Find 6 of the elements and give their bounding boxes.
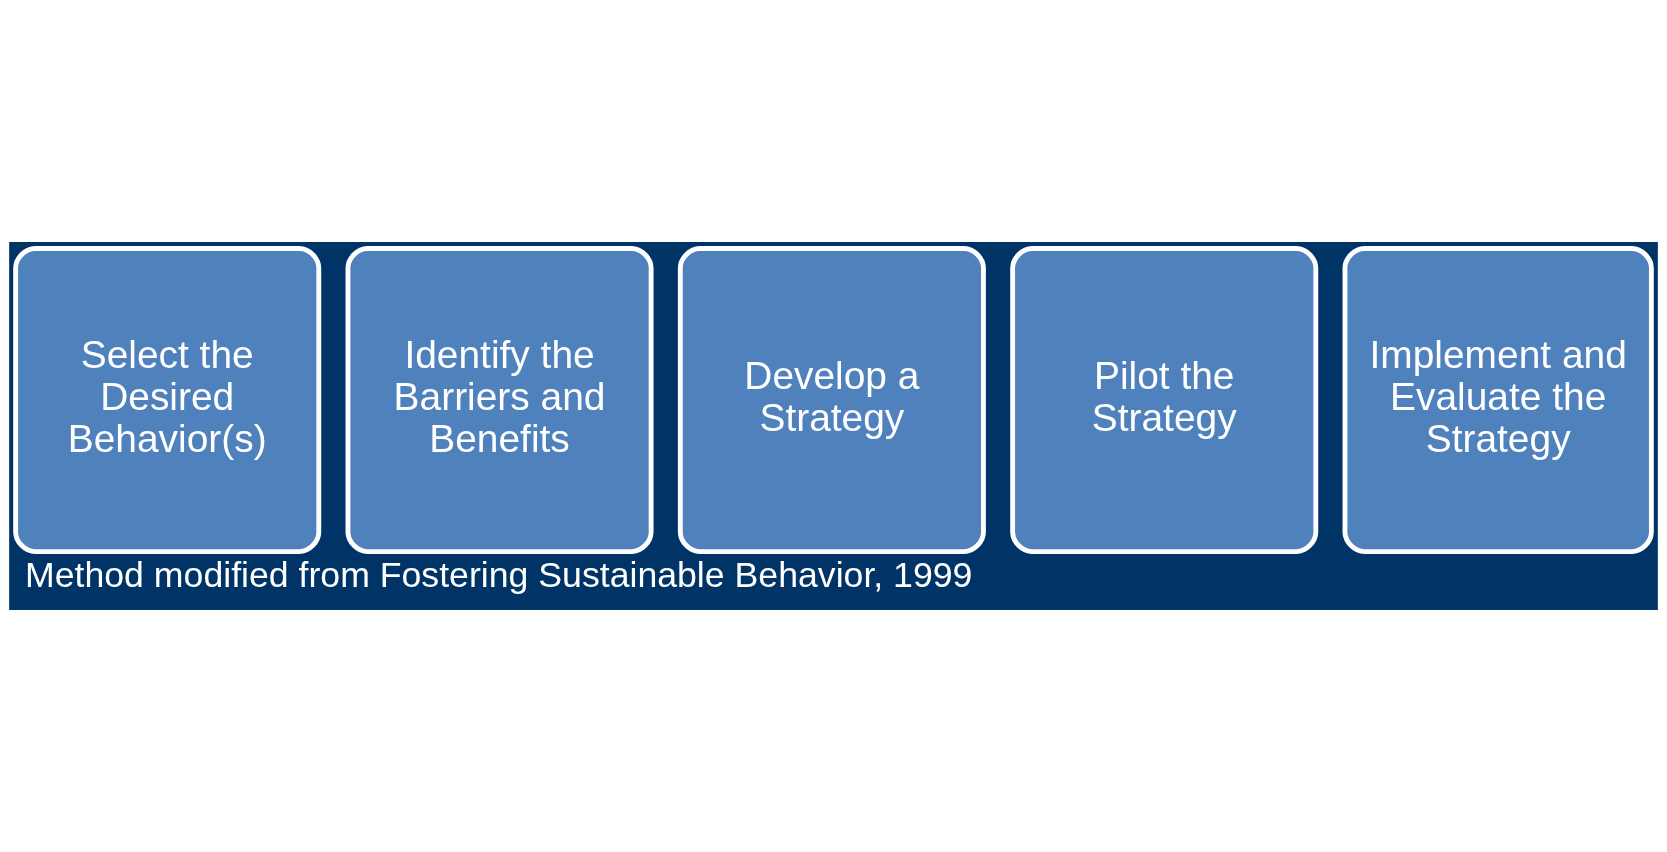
node-box: Develop a Strategy bbox=[677, 246, 986, 555]
node-box: Identify the Barriers and Benefits bbox=[345, 246, 654, 555]
node-box: Pilot the Strategy bbox=[1010, 246, 1319, 555]
node-box: Select the Desired Behavior(s) bbox=[13, 246, 322, 555]
caption: Method modified from Fostering Sustainable Behavior, 1999 bbox=[25, 554, 973, 595]
node-box: Implement and Evaluate the Strategy bbox=[1342, 246, 1654, 555]
